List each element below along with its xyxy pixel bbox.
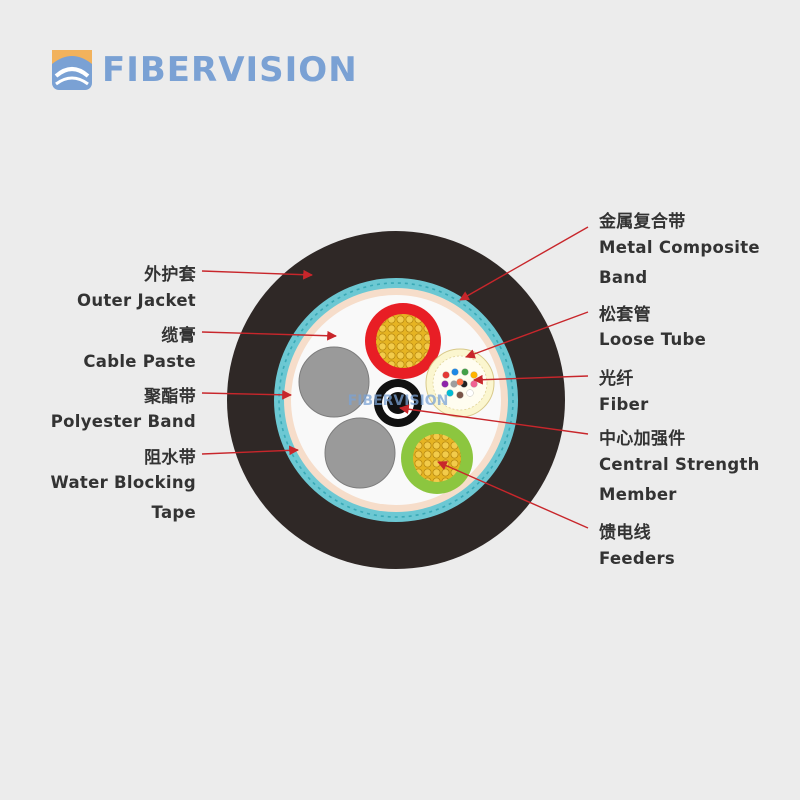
label-cable-paste-zh: 缆膏 — [161, 326, 196, 346]
fibervision-logo-icon — [52, 50, 92, 90]
label-water-blocking-en: Water Blocking — [50, 473, 196, 492]
label-feeders-zh: 馈电线 — [599, 523, 651, 543]
feeder-red — [365, 303, 441, 379]
feeder-green — [401, 422, 473, 494]
arrow-fiber — [473, 374, 589, 385]
arrow-outer-jacket — [201, 269, 313, 280]
optical-fiber — [446, 389, 454, 397]
label-central-member-en: Central Strength — [599, 455, 760, 474]
optical-fiber — [466, 389, 474, 397]
arrow-cable-paste — [201, 330, 337, 341]
label-fiber-zh: 光纤 — [599, 369, 634, 389]
filler-rod-top — [298, 346, 370, 418]
optical-fiber — [461, 368, 469, 376]
label-feeders-en: Feeders — [599, 549, 676, 568]
label-loose-tube-en: Loose Tube — [599, 330, 707, 349]
brand-header: FIBERVISION — [52, 48, 358, 92]
label-metal-band-zh: 金属复合带 — [599, 212, 686, 232]
optical-fiber — [470, 371, 478, 379]
optical-fiber — [441, 380, 449, 388]
label-metal-band-en2: Band — [599, 268, 648, 287]
label-water-blocking-zh: 阻水带 — [144, 448, 196, 468]
label-loose-tube-zh: 松套管 — [599, 305, 651, 325]
optical-fiber — [470, 380, 478, 388]
arrow-feeders — [437, 461, 589, 529]
label-polyester-band-en: Polyester Band — [50, 412, 196, 431]
watermark: FIBERVISION — [348, 393, 449, 409]
brand-name: FIBERVISION — [102, 50, 358, 90]
label-outer-jacket-zh: 外护套 — [144, 265, 196, 285]
label-fiber-en: Fiber — [599, 395, 649, 414]
label-central-member-en2: Member — [599, 485, 677, 504]
metal-band-dash-ring — [278, 282, 514, 518]
label-central-member-zh: 中心加强件 — [599, 429, 686, 449]
arrow-polyester-band — [201, 389, 292, 400]
optical-fiber — [456, 378, 464, 386]
optical-fiber — [442, 371, 450, 379]
optical-fiber — [451, 368, 459, 376]
label-cable-paste-en: Cable Paste — [83, 352, 196, 371]
optical-fiber — [456, 391, 464, 399]
filler-rod-bottom — [324, 417, 396, 489]
leader-arrows — [201, 226, 589, 529]
label-water-blocking-en2: Tape — [151, 503, 196, 522]
central-strength-member — [374, 379, 422, 427]
fiber-group — [441, 368, 478, 399]
optical-fiber — [450, 380, 458, 388]
arrow-water-blocking — [201, 445, 299, 456]
label-metal-band-en: Metal Composite — [599, 238, 760, 257]
label-outer-jacket-en: Outer Jacket — [77, 291, 196, 310]
arrow-central-member — [399, 404, 589, 435]
arrow-metal-band — [459, 226, 589, 301]
arrow-loose-tube — [465, 311, 589, 359]
label-polyester-band-zh: 聚酯带 — [144, 387, 196, 407]
